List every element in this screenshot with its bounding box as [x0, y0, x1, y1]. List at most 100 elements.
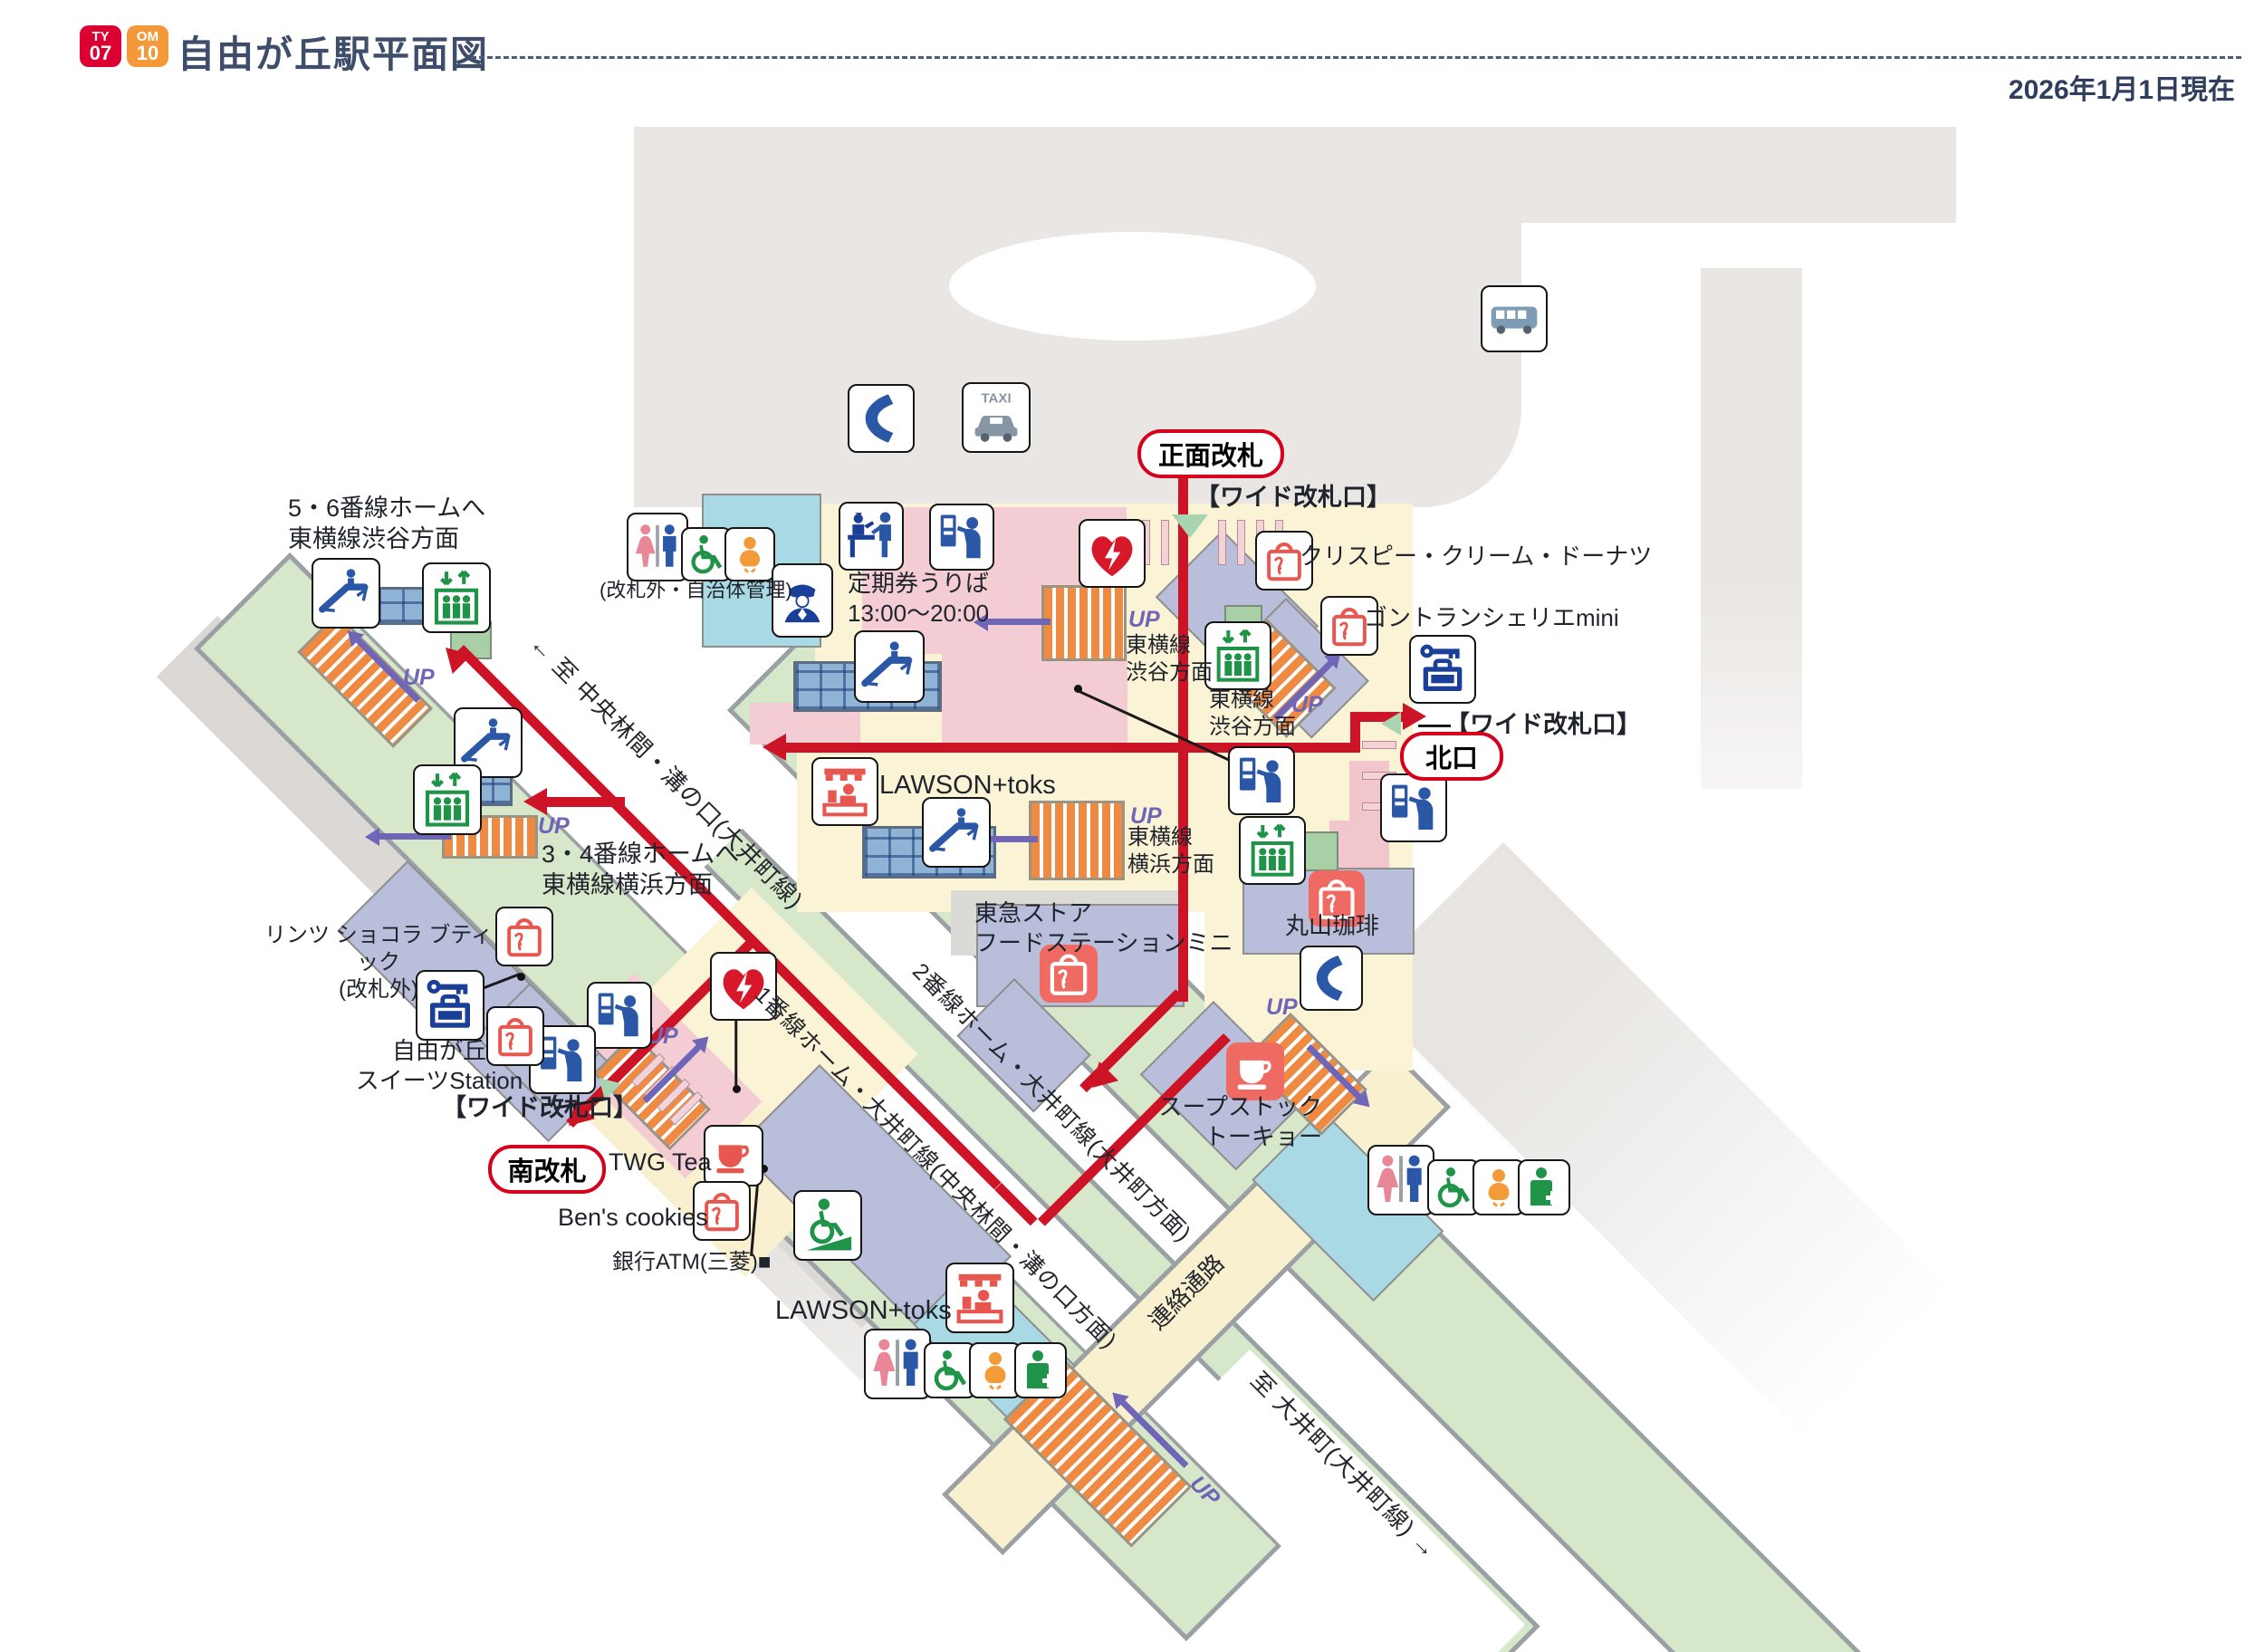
header-divider	[471, 56, 2241, 59]
label-yokohama-dir: 東横線 横浜方面	[1127, 825, 1214, 878]
gate-bar	[1218, 520, 1226, 565]
gate-bar	[1237, 520, 1245, 565]
coin-locker-icon	[416, 970, 484, 1041]
leader-dot	[517, 973, 525, 981]
label-shibuya-dir: 東横線 渋谷方面	[1209, 687, 1296, 740]
up-label: UP	[1130, 803, 1162, 829]
label-tokyu-store: 東急ストア フードステーションミニ	[974, 899, 1233, 956]
leader-line	[1418, 725, 1451, 727]
wheelchair-icon	[1427, 1159, 1480, 1215]
shop-icon-gontran	[1320, 596, 1378, 656]
accessible-gate-marker-north	[1381, 712, 1401, 735]
ticket-machine-icon	[929, 504, 994, 571]
label-commuter-pass: 定期券うりば 13:00〜20:00	[848, 570, 990, 627]
baby-icon	[969, 1342, 1022, 1398]
baby-icon	[724, 527, 775, 581]
accessible-gate-marker-front	[1172, 514, 1208, 538]
up-label: UP	[1291, 692, 1323, 717]
shop-icon-maruyama	[1309, 870, 1365, 927]
date-note: 2026年1月1日現在	[2008, 75, 2235, 105]
up-label: UP	[1266, 994, 1298, 1020]
multipurpose-toilet-icon	[1518, 1159, 1570, 1215]
coin-locker-icon	[1409, 635, 1476, 704]
route-main-vertical	[1178, 467, 1188, 1002]
label-wide-gate-south: 【ワイド改札口】	[442, 1094, 638, 1121]
shop-icon-tokyu-store	[1040, 945, 1098, 1003]
label-soup-stock: スープストック トーキョー	[1158, 1093, 1322, 1150]
label-sweets-station: 自由が丘 スイーツStation	[355, 1037, 523, 1094]
elevator-icon	[422, 562, 491, 633]
label-lawson-center: LAWSON+toks	[879, 771, 1056, 800]
label-wide-gate-front: 【ワイド改札口】	[1195, 484, 1391, 511]
label-maruyama: 丸山珈琲	[1285, 912, 1380, 939]
label-platform34: 3・4番線ホームへ 東横線横浜方面	[542, 840, 740, 899]
kiosk-icon-lawson	[945, 1263, 1014, 1333]
kiosk-icon-lawson	[811, 757, 878, 826]
escalator-icon	[854, 630, 925, 703]
page-title: 自由が丘駅平面図	[177, 34, 489, 75]
route-arrow-34	[523, 788, 547, 815]
aed-icon	[710, 952, 777, 1021]
exit-front-gate: 正面改札	[1137, 429, 1284, 478]
shop-icon-krispy	[1255, 531, 1313, 591]
stairs-yokohama	[1029, 801, 1125, 880]
leader-dot	[760, 1165, 768, 1173]
baby-icon	[1473, 1159, 1525, 1215]
route-arrow-west	[763, 734, 786, 761]
rotary-island	[949, 232, 1316, 341]
street-right	[1701, 268, 1802, 789]
taxi-icon: TAXI	[962, 382, 1031, 453]
stair-arrow	[987, 619, 1050, 625]
label-platform56: 5・6番線ホームへ 東横線渋谷方面	[288, 495, 486, 553]
cafe-icon-twg	[704, 1125, 763, 1186]
ticket-counter-icon	[839, 502, 904, 571]
leader-dot	[1074, 685, 1082, 693]
shop-icon-sweets	[486, 1006, 544, 1066]
escalator-icon	[922, 797, 991, 868]
phone-icon	[848, 384, 915, 453]
ticket-machine-icon	[1380, 773, 1447, 842]
route-north1	[1350, 712, 1360, 753]
escalator-icon	[312, 558, 380, 629]
shop-icon-bens	[693, 1181, 751, 1241]
label-krispy-kreme: クリスピー・クリーム・ドーナツ	[1300, 543, 1653, 570]
leader-line	[734, 1011, 738, 1089]
route-horizontal	[784, 743, 1360, 753]
toilet-icon	[627, 513, 688, 581]
wheelchair-ramp-icon	[793, 1190, 862, 1261]
label-lawson-south: LAWSON+toks	[775, 1296, 952, 1325]
svg-text:TAXI: TAXI	[981, 391, 1011, 407]
label-bens-cookies: Ben's cookies	[558, 1204, 708, 1231]
phone-icon	[1300, 946, 1363, 1011]
label-lintz: リンツ ショコラ ブティック (改札外)	[264, 923, 493, 1003]
label-bank-atm: 銀行ATM(三菱)■	[612, 1250, 772, 1274]
up-label: UP	[538, 813, 570, 839]
bus-icon	[1481, 285, 1548, 352]
elevator-icon	[1204, 621, 1271, 690]
stairs-shibuya-north	[1041, 585, 1127, 661]
station-staff-icon	[772, 563, 833, 638]
label-gontran: ゴントランシェリエmini	[1364, 604, 1619, 631]
exit-north: 北口	[1400, 732, 1503, 781]
aed-icon	[1079, 519, 1146, 588]
leader-dot	[733, 1085, 741, 1093]
route-north2	[1350, 712, 1403, 722]
exit-south-gate: 南改札	[488, 1145, 606, 1194]
elevator-icon	[1239, 816, 1306, 885]
route-branch34	[542, 797, 625, 807]
gate-bar	[1362, 741, 1396, 749]
toilet-icon	[864, 1329, 931, 1399]
up-label: UP	[1128, 607, 1160, 632]
cafe-icon-soup-stock	[1226, 1042, 1284, 1100]
toilet-icon	[1367, 1145, 1434, 1215]
shop-icon-lintz	[495, 907, 553, 966]
multipurpose-toilet-icon	[1014, 1342, 1067, 1398]
stairs-platform34	[442, 815, 538, 859]
label-twg-tea: TWG Tea	[609, 1148, 712, 1176]
up-label: UP	[403, 665, 435, 690]
gate-bar	[1161, 520, 1169, 565]
ticket-machine-icon	[1228, 746, 1295, 815]
